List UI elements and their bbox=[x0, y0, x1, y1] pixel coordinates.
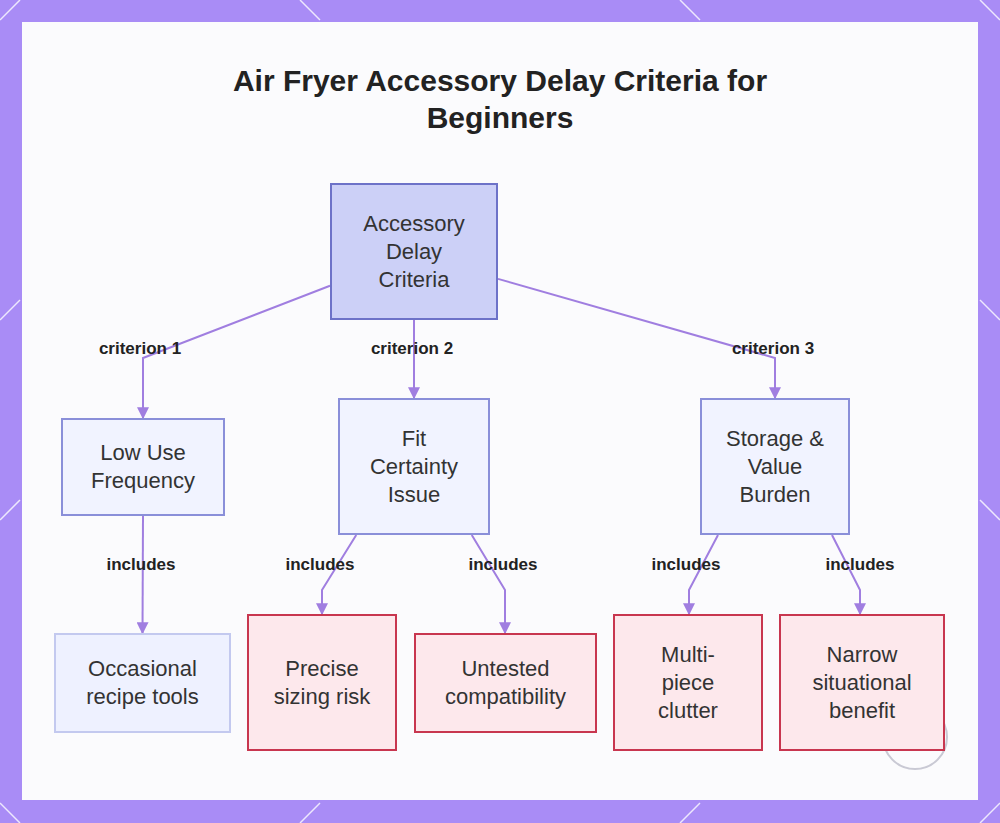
node-box: Precise sizing risk bbox=[247, 614, 397, 751]
node-box: Untested compatibility bbox=[414, 633, 597, 733]
edge-label: includes bbox=[652, 555, 721, 575]
node-text: Precise sizing risk bbox=[264, 655, 380, 711]
node-text: Occasional recipe tools bbox=[82, 655, 203, 711]
node-text: Narrow situational benefit bbox=[801, 641, 923, 725]
node-box: Multi-piece clutter bbox=[613, 614, 763, 751]
connector-line bbox=[689, 535, 718, 614]
edge-label: includes bbox=[286, 555, 355, 575]
connector-line bbox=[498, 279, 775, 398]
node-box: Occasional recipe tools bbox=[54, 633, 231, 733]
edge-label: includes bbox=[826, 555, 895, 575]
edge-label: criterion 2 bbox=[371, 339, 453, 359]
node-text: Accessory Delay Criteria bbox=[348, 210, 480, 294]
node-box: Fit Certainty Issue bbox=[338, 398, 490, 535]
edge-label: criterion 1 bbox=[99, 339, 181, 359]
node-box: Storage & Value Burden bbox=[700, 398, 850, 535]
node-box: Accessory Delay Criteria bbox=[330, 183, 498, 320]
node-text: Untested compatibility bbox=[431, 655, 580, 711]
edge-label: includes bbox=[469, 555, 538, 575]
node-text: Low Use Frequency bbox=[73, 439, 213, 495]
node-text: Storage & Value Burden bbox=[720, 425, 830, 509]
connector-line bbox=[142, 516, 145, 633]
node-box: Low Use Frequency bbox=[61, 418, 225, 516]
node-text: Fit Certainty Issue bbox=[358, 425, 470, 509]
node-box: Narrow situational benefit bbox=[779, 614, 945, 751]
edge-label: includes bbox=[107, 555, 176, 575]
connector-line bbox=[413, 320, 415, 398]
diagram-title: Air Fryer Accessory Delay Criteria for B… bbox=[200, 62, 800, 136]
connector-line bbox=[832, 535, 860, 614]
edge-label: criterion 3 bbox=[732, 339, 814, 359]
node-text: Multi-piece clutter bbox=[645, 641, 731, 725]
connector-line bbox=[322, 535, 356, 614]
connector-line bbox=[472, 535, 505, 633]
